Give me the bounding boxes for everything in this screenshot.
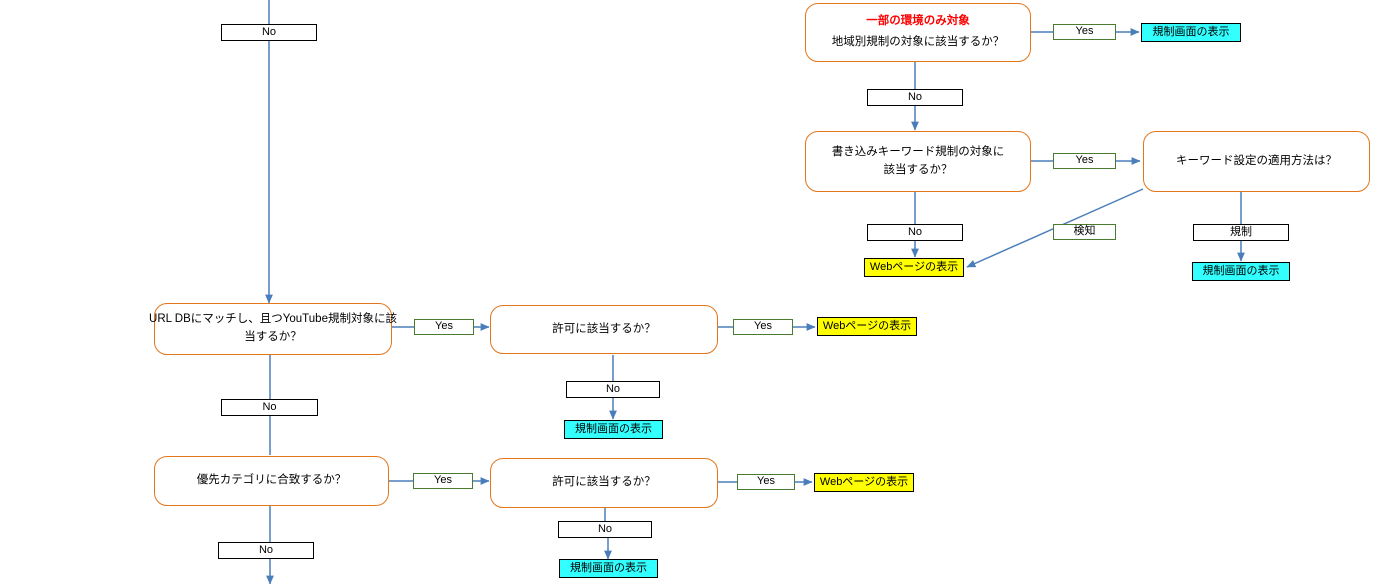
urldb-yes-label: Yes bbox=[414, 319, 474, 335]
urldb-permit-decision[interactable]: 許可に該当するか？ bbox=[490, 305, 718, 354]
label-text: Yes bbox=[434, 474, 452, 487]
label-text: No bbox=[605, 382, 621, 395]
label-text: 規制 bbox=[1230, 225, 1252, 238]
terminal-text: Webページの表示 bbox=[819, 475, 909, 488]
category-yes-label: Yes bbox=[413, 473, 473, 489]
urldb-block-screen-terminal[interactable]: 規制画面の表示 bbox=[564, 420, 663, 439]
urldb-webpage-terminal[interactable]: Webページの表示 bbox=[817, 317, 917, 336]
write-keyword-restriction-decision[interactable]: 書き込みキーワード規制の対象に 該当するか？ bbox=[805, 131, 1031, 192]
keyword-question-line1: 書き込みキーワード規制の対象に bbox=[831, 145, 1005, 158]
urldb-permit-yes-label: Yes bbox=[733, 319, 793, 335]
region-question-text: 地域別規制の対象に該当するか？ bbox=[831, 36, 1005, 48]
label-text: Yes bbox=[435, 320, 453, 333]
keyword-webpage-terminal[interactable]: Webページの表示 bbox=[864, 258, 964, 277]
terminal-text: 規制画面の表示 bbox=[570, 561, 647, 574]
category-no-label: No bbox=[218, 542, 314, 559]
label-text: No bbox=[261, 25, 277, 38]
detect-label: 検知 bbox=[1053, 224, 1116, 240]
urldb-question-line2: 当するか？ bbox=[244, 331, 302, 343]
label-text: Yes bbox=[1075, 25, 1094, 38]
urldb-permit-question: 許可に該当するか？ bbox=[552, 322, 656, 335]
region-restriction-decision[interactable]: 一部の環境のみ対象 地域別規制の対象に該当するか？ bbox=[805, 3, 1031, 62]
label-text: 検知 bbox=[1073, 225, 1096, 238]
urldb-youtube-decision[interactable]: URL DBにマッチし、且つYouTube規制対象に該 当するか？ bbox=[149, 303, 397, 355]
terminal-text: 規制画面の表示 bbox=[1202, 264, 1280, 277]
category-permit-question: 許可に該当するか？ bbox=[552, 476, 656, 489]
category-permit-yes-label: Yes bbox=[737, 474, 795, 490]
terminal-text: 規制画面の表示 bbox=[575, 422, 652, 435]
category-permit-decision[interactable]: 許可に該当するか？ bbox=[490, 458, 718, 508]
restrict-label: 規制 bbox=[1193, 224, 1289, 241]
region-no-label: No bbox=[867, 89, 963, 106]
top-left-no-label: No bbox=[221, 24, 317, 41]
terminal-text: 規制画面の表示 bbox=[1152, 25, 1230, 38]
label-text: Yes bbox=[757, 475, 775, 488]
label-text: Yes bbox=[754, 320, 772, 333]
region-block-screen-terminal[interactable]: 規制画面の表示 bbox=[1141, 23, 1241, 42]
urldb-no-label: No bbox=[221, 399, 318, 416]
keyword-yes-label: Yes bbox=[1053, 153, 1116, 169]
region-yes-label: Yes bbox=[1053, 24, 1116, 40]
urldb-permit-no-label: No bbox=[566, 381, 660, 398]
urldb-question-line1: URL DBにマッチし、且つYouTube規制対象に該 bbox=[149, 313, 397, 326]
label-text: Yes bbox=[1075, 154, 1094, 167]
label-text: No bbox=[262, 400, 277, 413]
terminal-text: Webページの表示 bbox=[869, 260, 959, 273]
label-text: No bbox=[907, 90, 923, 103]
category-question: 優先カテゴリに合致するか？ bbox=[196, 474, 347, 487]
category-webpage-terminal[interactable]: Webページの表示 bbox=[814, 473, 914, 492]
label-text: No bbox=[597, 522, 613, 535]
keyword-block-screen-terminal[interactable]: 規制画面の表示 bbox=[1192, 262, 1290, 281]
category-block-screen-terminal[interactable]: 規制画面の表示 bbox=[559, 559, 658, 578]
keyword-apply-method-decision[interactable]: キーワード設定の適用方法は？ bbox=[1143, 131, 1370, 192]
keyword-method-question: キーワード設定の適用方法は？ bbox=[1176, 154, 1337, 167]
category-permit-no-label: No bbox=[558, 521, 652, 538]
region-warning-text: 一部の環境のみ対象 bbox=[866, 15, 970, 28]
terminal-text: Webページの表示 bbox=[822, 319, 912, 332]
keyword-question-line2: 該当するか？ bbox=[883, 163, 953, 176]
keyword-no-label: No bbox=[867, 224, 963, 241]
label-text: No bbox=[907, 225, 923, 238]
priority-category-decision[interactable]: 優先カテゴリに合致するか？ bbox=[154, 456, 389, 506]
label-text: No bbox=[258, 543, 274, 556]
